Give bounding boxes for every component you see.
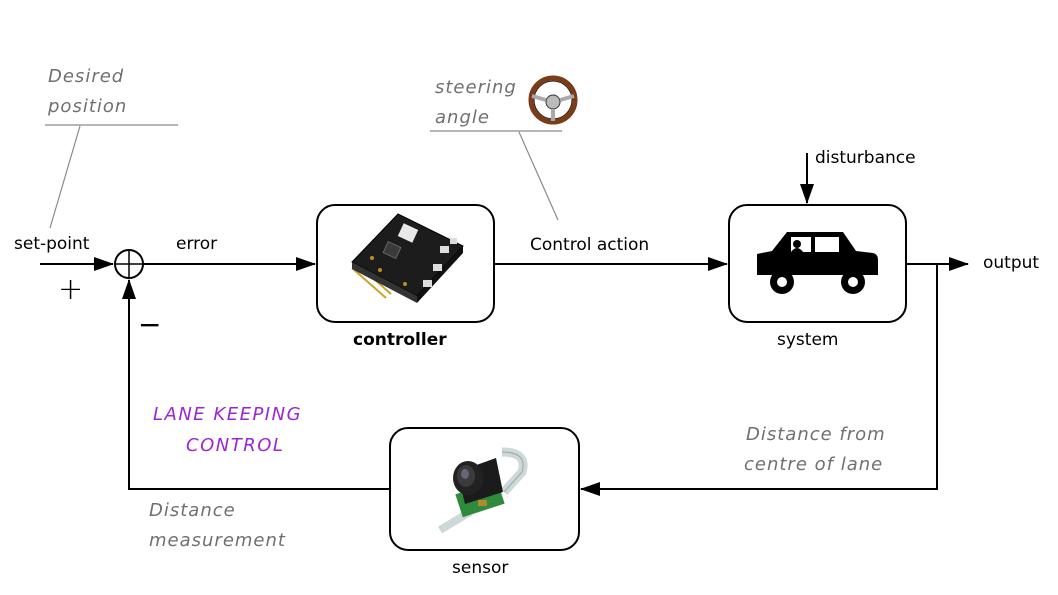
disturbance-label: disturbance [815,148,916,168]
control-action-label: Control action [530,235,649,255]
desired-position-line2: position [47,96,127,117]
controller-label: controller [353,330,447,350]
distance-centre-line2: centre of lane [744,454,883,475]
distance-measurement-line1: Distance [149,500,236,521]
steering-angle-line1: steering [435,77,517,98]
steering-leader [518,131,559,221]
sensor-label: sensor [452,558,508,578]
feedback-to-junction-line [122,279,390,490]
lane-keeping-line1: LANE KEEPING [153,404,302,425]
steering-angle-line2: angle [435,107,490,128]
feedback-to-sensor-line [580,264,938,496]
car-icon [757,232,878,294]
steering-wheel-icon [528,75,578,125]
desired-position-line1: Desired [48,66,124,87]
desired-leader [49,125,81,229]
distance-centre-line1: Distance from [746,424,886,445]
summing-junction [114,249,144,279]
camera-module-icon [437,447,528,534]
minus-sign: − [138,308,161,341]
plus-sign: + [58,272,83,307]
circuit-board-icon [351,213,464,303]
lane-keeping-line2: CONTROL [186,435,284,456]
distance-measurement-line2: measurement [149,530,286,551]
system-label: system [777,330,838,350]
output-label: output [983,253,1039,273]
setpoint-label: set-point [14,234,90,254]
error-label: error [176,234,217,254]
